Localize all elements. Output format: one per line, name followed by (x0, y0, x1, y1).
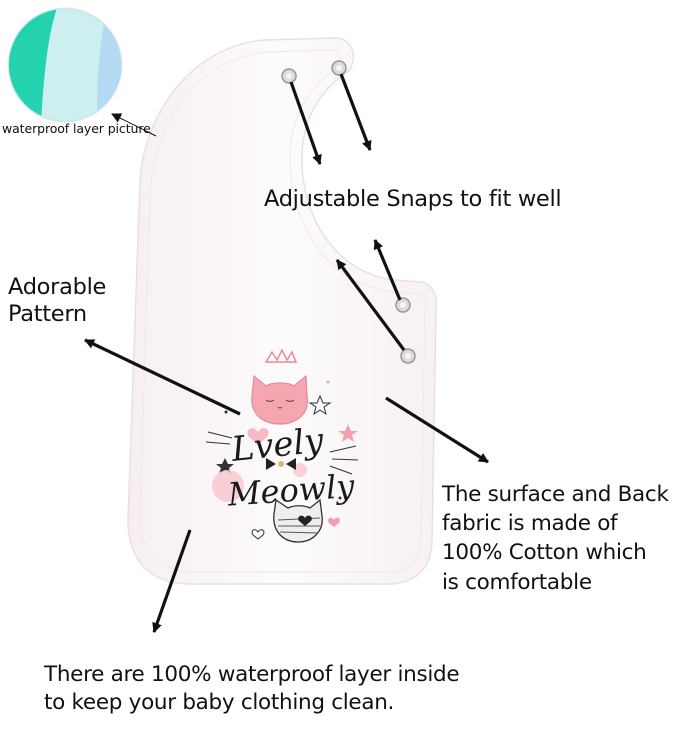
callout-adorable-pattern-line2: Pattern (8, 301, 87, 328)
callout-adorable-pattern-line1: Adorable (8, 274, 107, 300)
callout-waterproof-inside: There are 100% waterproof layer inside t… (44, 661, 460, 717)
callout-adjustable-snaps: Adjustable Snaps to fit well (264, 186, 562, 212)
arrow-cotton (385, 396, 489, 464)
callout-cotton-line4: is comfortable (442, 569, 592, 595)
snap-side-top (395, 297, 411, 313)
callout-waterproof-layer-picture: waterproof layer picture (2, 121, 151, 136)
snap-top-left (281, 68, 297, 84)
bib-body (127, 37, 438, 585)
arrow-snap-right (339, 73, 372, 151)
callout-cotton-fabric: The surface and Back fabric is made of 1… (442, 480, 669, 597)
snap-top-right (331, 60, 347, 76)
callout-waterproof-inside-line1: There are 100% waterproof layer inside (44, 662, 460, 687)
arrow-snap-left (289, 81, 322, 165)
callout-cotton-line2: fabric is made of (442, 511, 618, 537)
callout-adorable-pattern: Adorable Pattern (8, 274, 106, 329)
callout-cotton-line3: 100% Cotton which (442, 540, 647, 566)
arrow-swatch (111, 113, 157, 137)
callout-cotton-line1: The surface and Back (442, 482, 669, 507)
print-text-line1: Lvely (229, 420, 326, 470)
arrow-snap-side-bottom (335, 259, 406, 351)
waterproof-layer-swatch (7, 7, 123, 123)
cat-pattern-print: Lvely Meowly (205, 348, 359, 543)
callout-waterproof-inside-line2: to keep your baby clothing clean. (44, 689, 395, 715)
snap-side-bottom (400, 348, 416, 364)
arrow-snap-side-top (373, 239, 402, 301)
arrow-waterproof-inside (152, 529, 192, 633)
arrow-pattern (84, 338, 241, 416)
callout-arrows (84, 73, 489, 633)
print-text-line2: Meowly (226, 467, 357, 514)
